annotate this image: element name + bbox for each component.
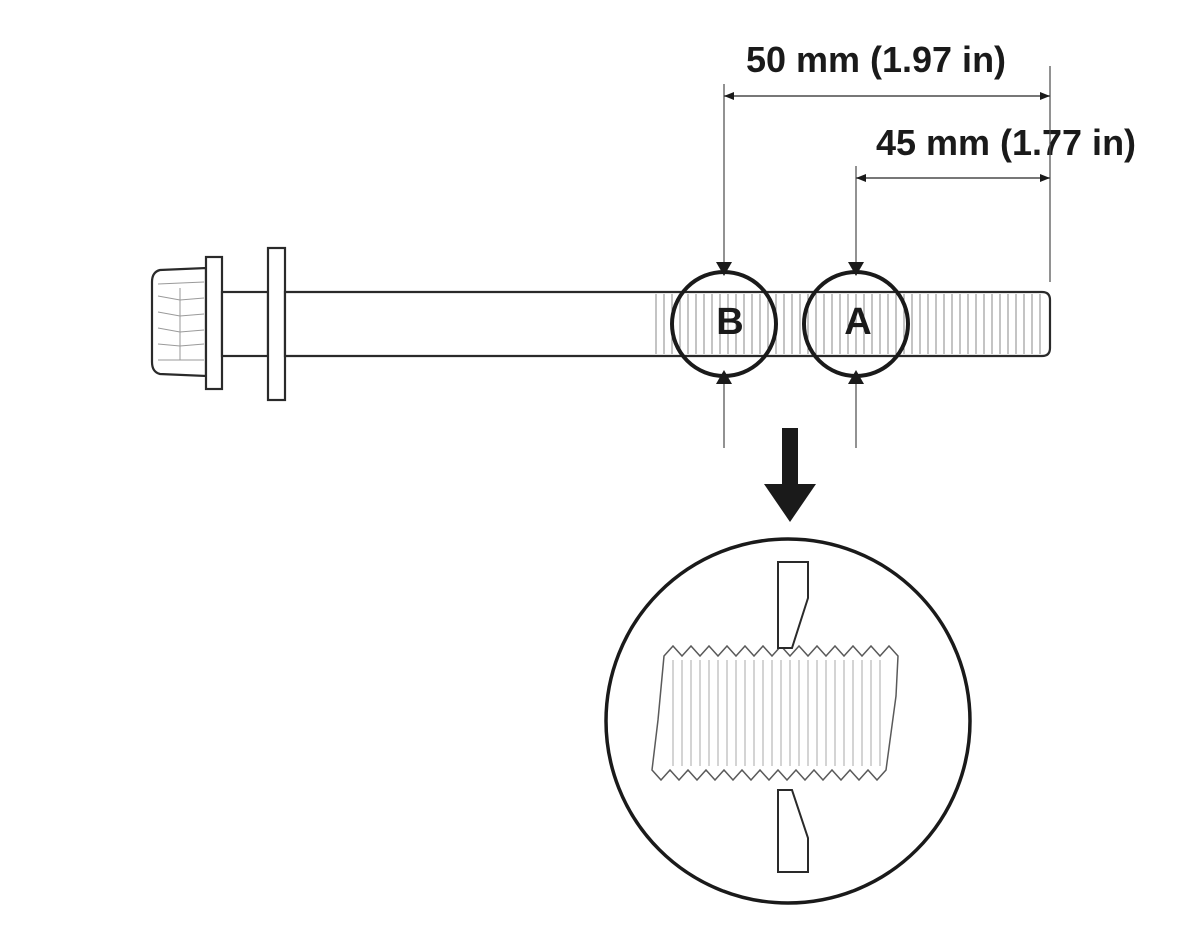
down-arrow-icon <box>764 428 816 522</box>
zoom-thread-body <box>651 644 899 782</box>
bolt-shank <box>220 290 270 358</box>
bolt <box>150 246 1052 402</box>
bolt-head <box>150 266 208 378</box>
bolt-flange <box>204 255 224 391</box>
bolt-head-flutes <box>157 281 205 361</box>
bolt-thread-lines <box>655 294 1041 354</box>
dimension-inner-label: 45 mm (1.77 in) <box>876 122 1136 163</box>
measuring-point-b: B <box>670 262 778 384</box>
extension-lines <box>723 66 1051 448</box>
gauge-blade-bottom <box>777 789 809 873</box>
point-a-label: A <box>844 301 871 343</box>
bolt-body <box>283 290 1052 358</box>
point-b-label: B <box>716 301 743 343</box>
gauge-blade-top <box>777 561 809 649</box>
washer <box>266 246 287 402</box>
measuring-point-a: A <box>802 262 910 384</box>
dimension-outer-label: 50 mm (1.97 in) <box>746 39 1006 80</box>
zoom-thread-lines <box>672 660 881 766</box>
thread-detail-zoom <box>604 537 972 905</box>
